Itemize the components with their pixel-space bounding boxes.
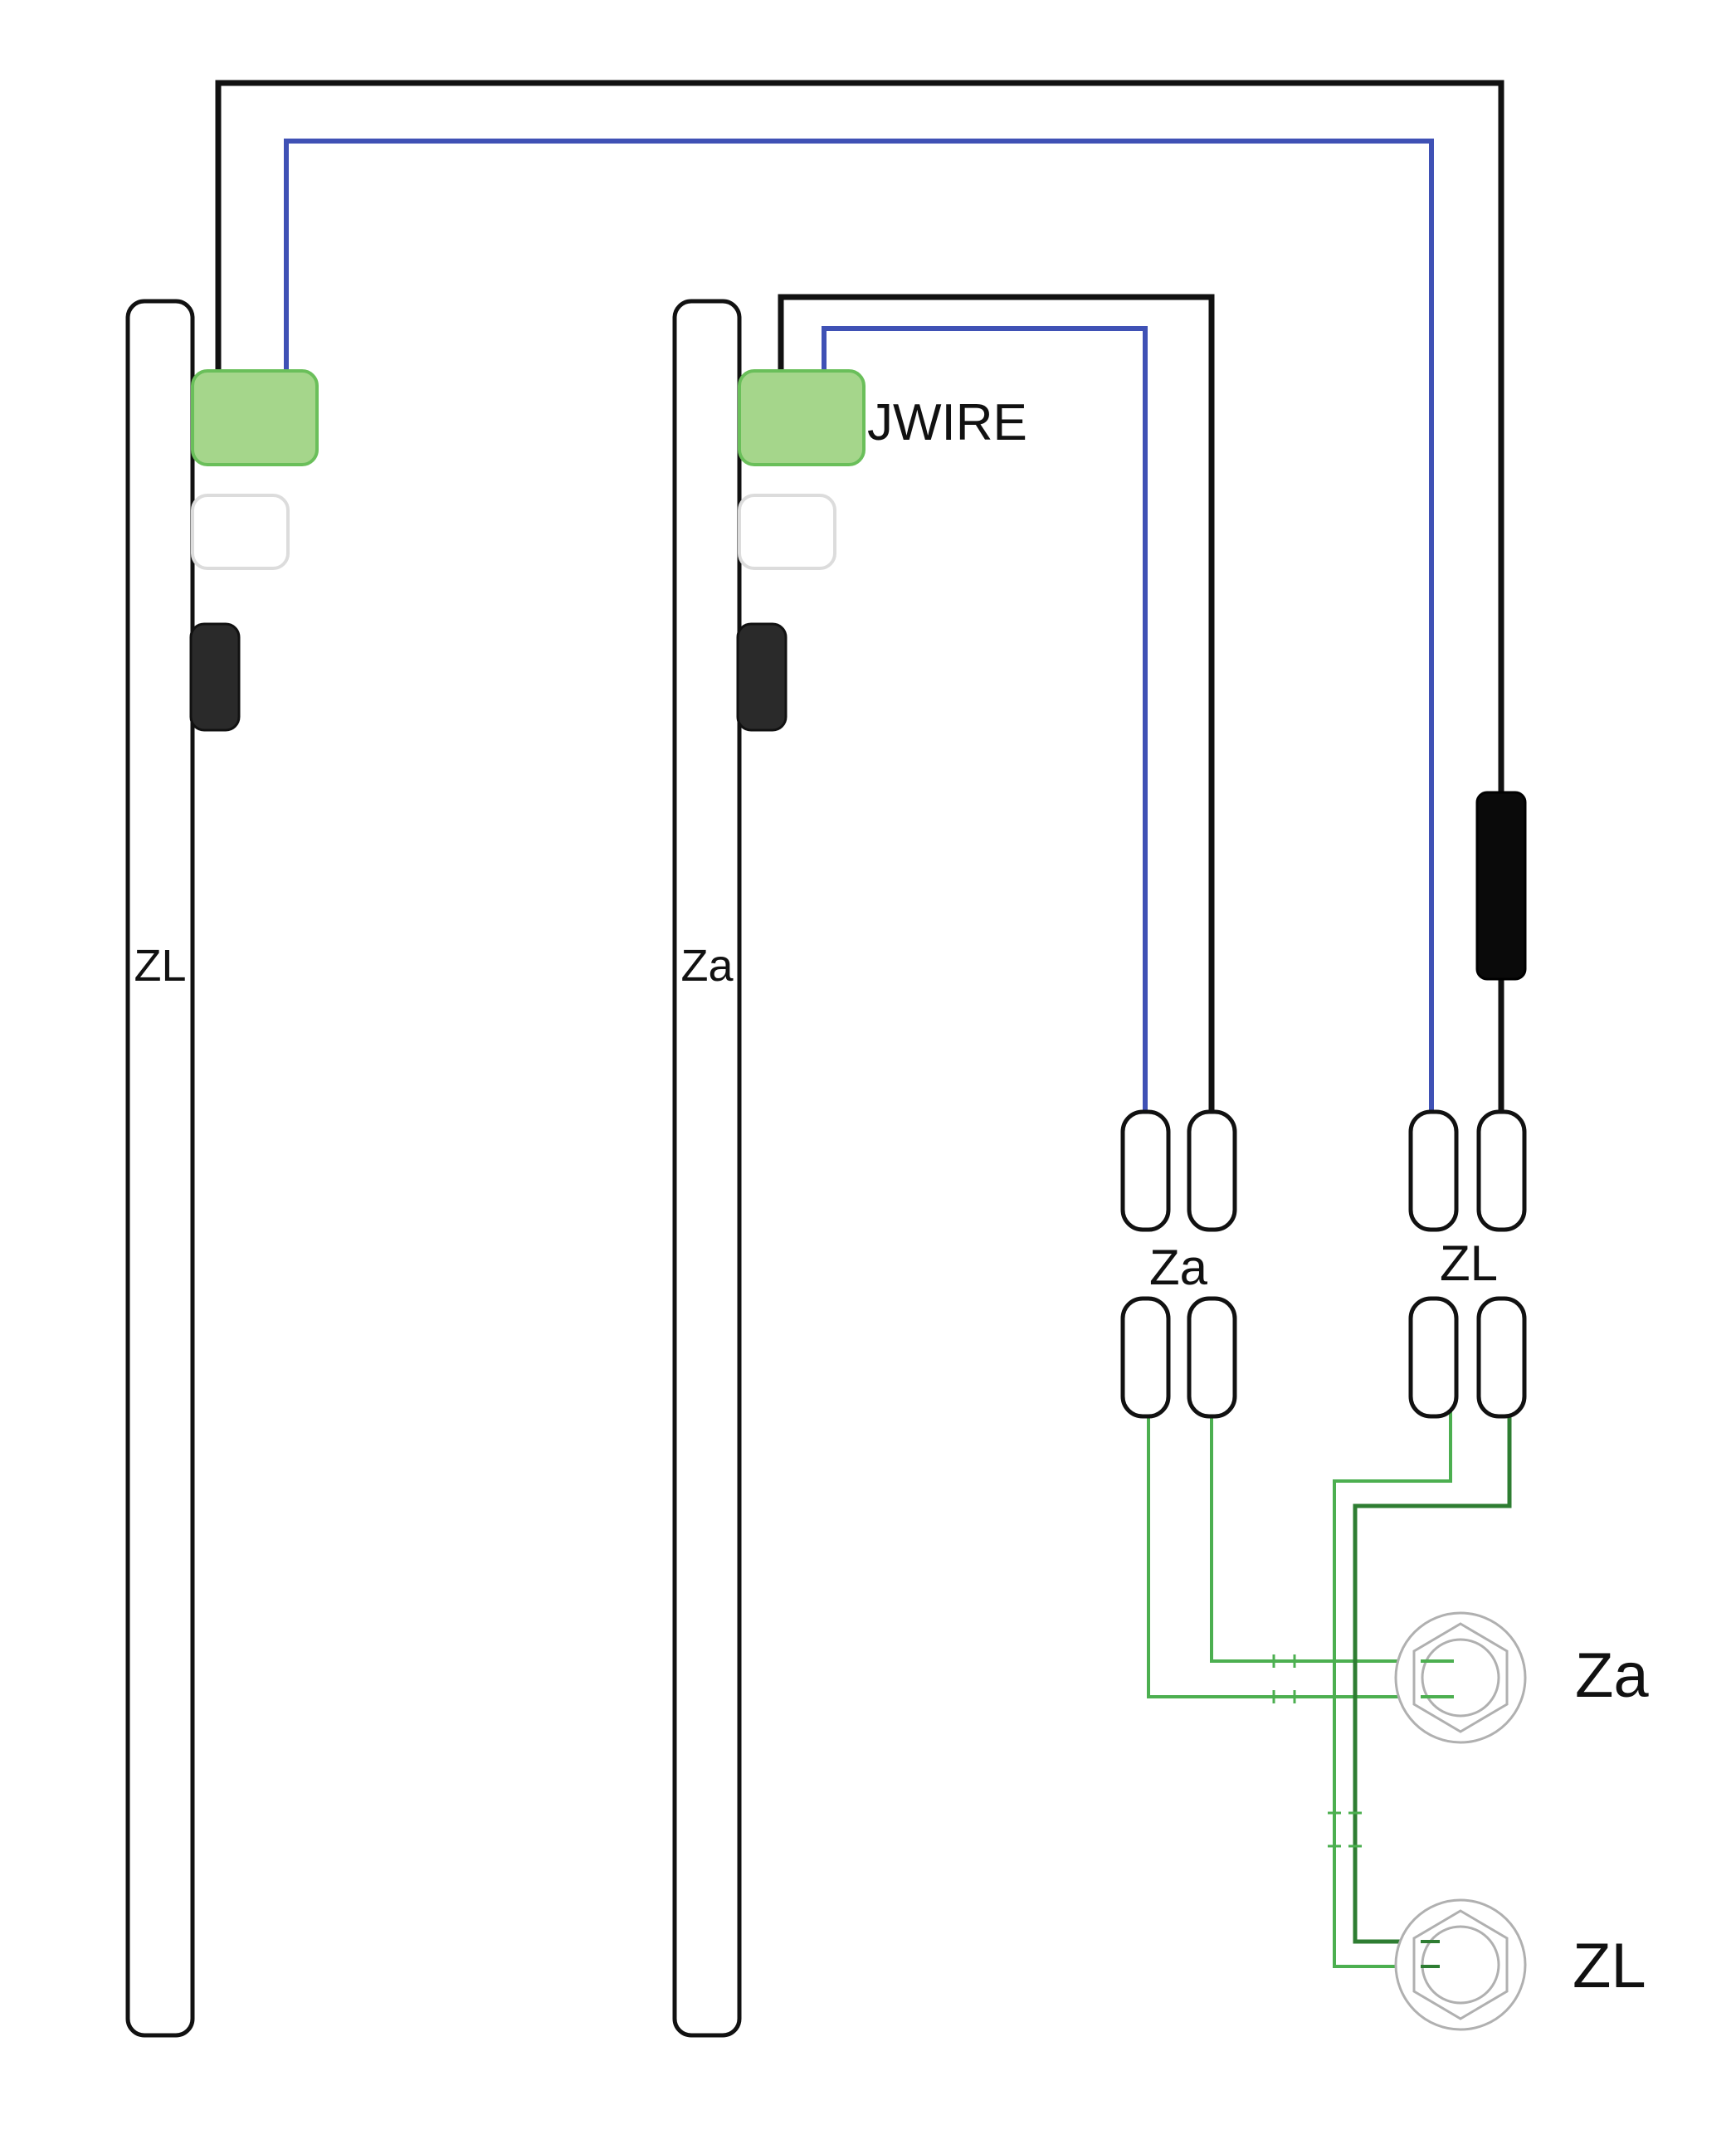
connector-pin-icon — [1408, 1109, 1459, 1232]
rod-zl-white-pad — [191, 494, 290, 570]
jack-zl-label: ZL — [1573, 1931, 1646, 2001]
black-wire-inner — [778, 294, 1215, 1112]
rod-zl-label: ZL — [134, 941, 186, 991]
connector-pin-icon — [1476, 1296, 1527, 1419]
hex-jack-icon — [1394, 1611, 1527, 1744]
connector-pin-icon — [1476, 1109, 1527, 1232]
blue-wire-inner — [822, 326, 1148, 1112]
connector-pin-icon — [1408, 1296, 1459, 1419]
connector-za-label: Za — [1149, 1240, 1208, 1295]
green-wire-za-2 — [1210, 1411, 1454, 1663]
connector-pin-icon — [1187, 1109, 1237, 1232]
green-wire-za-1 — [1147, 1411, 1454, 1698]
connector-pin-icon — [1187, 1296, 1237, 1419]
connector-zl: ZL — [1408, 1109, 1527, 1419]
green-wire-zl-1 — [1333, 1411, 1452, 1968]
green-wire-zl-2 — [1353, 1411, 1512, 1944]
blue-wire-outer — [284, 139, 1434, 1112]
rod-zl-dark-pad — [189, 622, 241, 732]
connector-pin-icon — [1120, 1296, 1171, 1419]
connector-pin-icon — [1120, 1109, 1171, 1232]
rod-za-white-pad — [738, 494, 836, 570]
inline-resistor-icon — [1475, 791, 1527, 981]
jwire-label: JWIRE — [867, 394, 1027, 451]
rod-za-green-pad — [738, 369, 866, 466]
connector-zl-label: ZL — [1440, 1235, 1498, 1291]
rod-za — [672, 299, 742, 2038]
jack-za-label: Za — [1575, 1640, 1649, 1711]
rod-za-label: Za — [680, 941, 734, 991]
rod-zl-green-pad — [191, 369, 319, 466]
rod-za-dark-pad — [736, 622, 788, 732]
connector-za: Za — [1120, 1109, 1237, 1419]
black-wire-outer — [215, 80, 1504, 792]
hex-jack-icon — [1394, 1898, 1527, 2031]
wire-crossing-marks — [1272, 1654, 1362, 1848]
rod-zl — [125, 299, 195, 2038]
